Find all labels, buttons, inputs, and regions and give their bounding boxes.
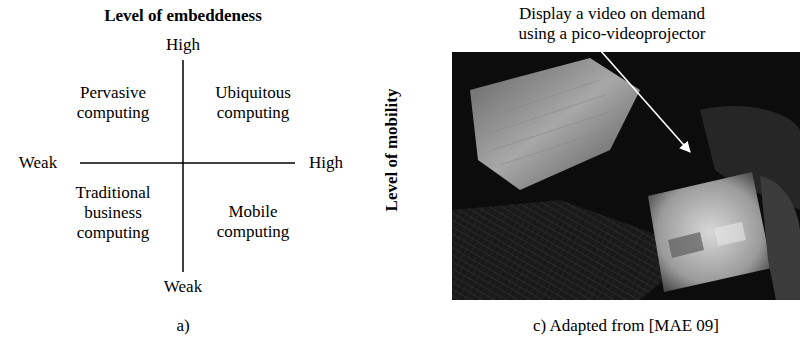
subfigure-caption: c) Adapted from [MAE 09] (533, 316, 719, 336)
leader-arrow (600, 50, 690, 152)
axis-title: Level of embeddeness (104, 6, 262, 26)
quadrant-label: Ubiquitous computing (193, 83, 313, 123)
vertical-axis (182, 60, 184, 272)
axis-title: Level of mobility (382, 89, 402, 212)
axis-end-label: High (309, 153, 343, 173)
subfigure-caption: a) (176, 316, 189, 336)
axis-end-label: High (166, 35, 200, 55)
quadrant-label: Mobile computing (197, 202, 309, 242)
photo (452, 52, 800, 300)
annotation: Display a video on demand using a pico-v… (501, 4, 723, 44)
quadrant-label: Pervasive computing (53, 83, 173, 123)
axis-end-label: Weak (164, 277, 202, 297)
axis-end-label: Weak (19, 153, 57, 173)
horizontal-axis (80, 162, 295, 164)
quadrant-label: Traditional business computing (57, 183, 169, 243)
